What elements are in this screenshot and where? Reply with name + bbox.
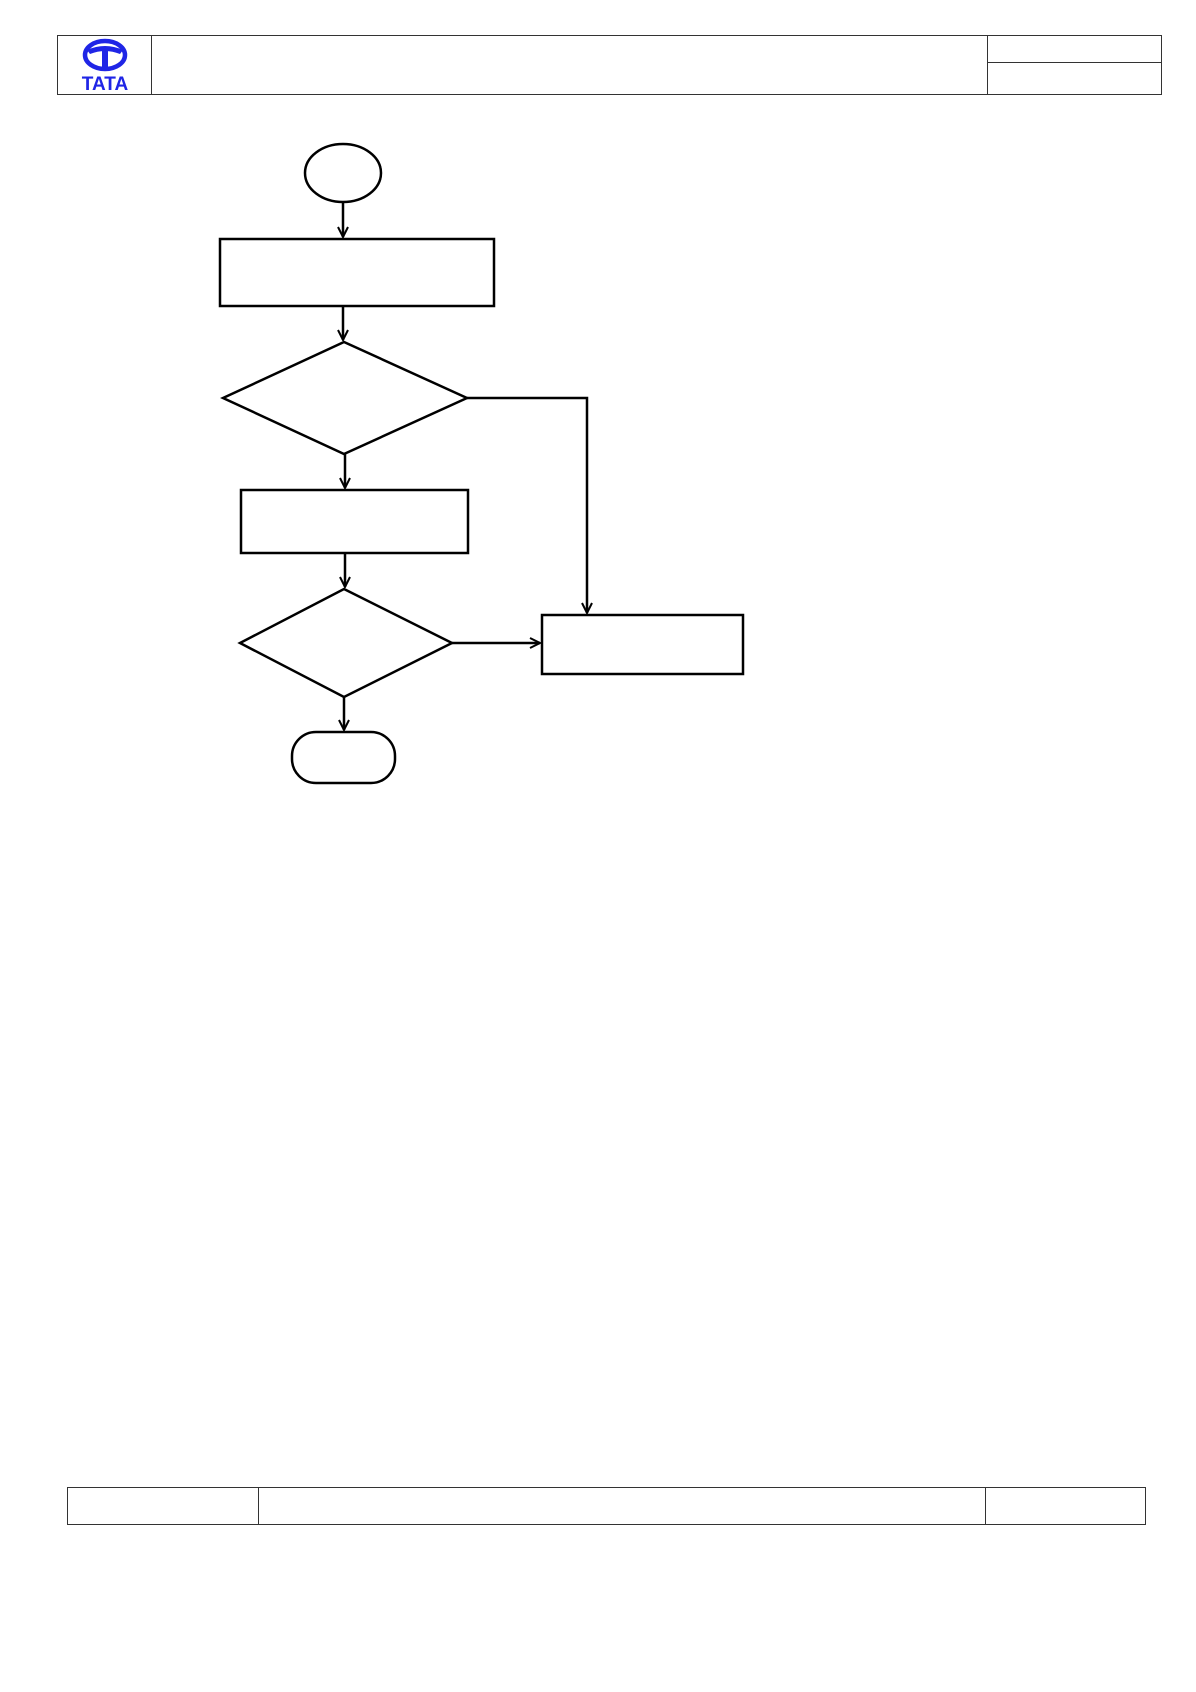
tata-logo: TATA <box>82 38 129 94</box>
footer-left-cell <box>68 1488 259 1524</box>
footer-middle-cell <box>259 1488 986 1524</box>
process-1-node <box>218 237 496 308</box>
arrow-decision-1-to-side-process <box>467 396 587 613</box>
decision-1-node <box>220 340 471 456</box>
footer-right-cell <box>986 1488 1145 1524</box>
header-meta-cell <box>988 36 1161 94</box>
side-process-node <box>540 613 745 676</box>
document-header: TATA <box>57 35 1162 95</box>
process-2-node <box>239 488 470 555</box>
document-footer <box>67 1487 1146 1525</box>
logo-cell: TATA <box>58 36 152 94</box>
header-meta-top <box>988 36 1161 63</box>
end-node <box>290 730 397 785</box>
decision-2-node <box>237 587 455 699</box>
logo-wordmark: TATA <box>82 74 129 94</box>
start-node <box>303 142 383 204</box>
tata-emblem-icon <box>82 38 128 72</box>
header-title-cell <box>152 36 988 94</box>
